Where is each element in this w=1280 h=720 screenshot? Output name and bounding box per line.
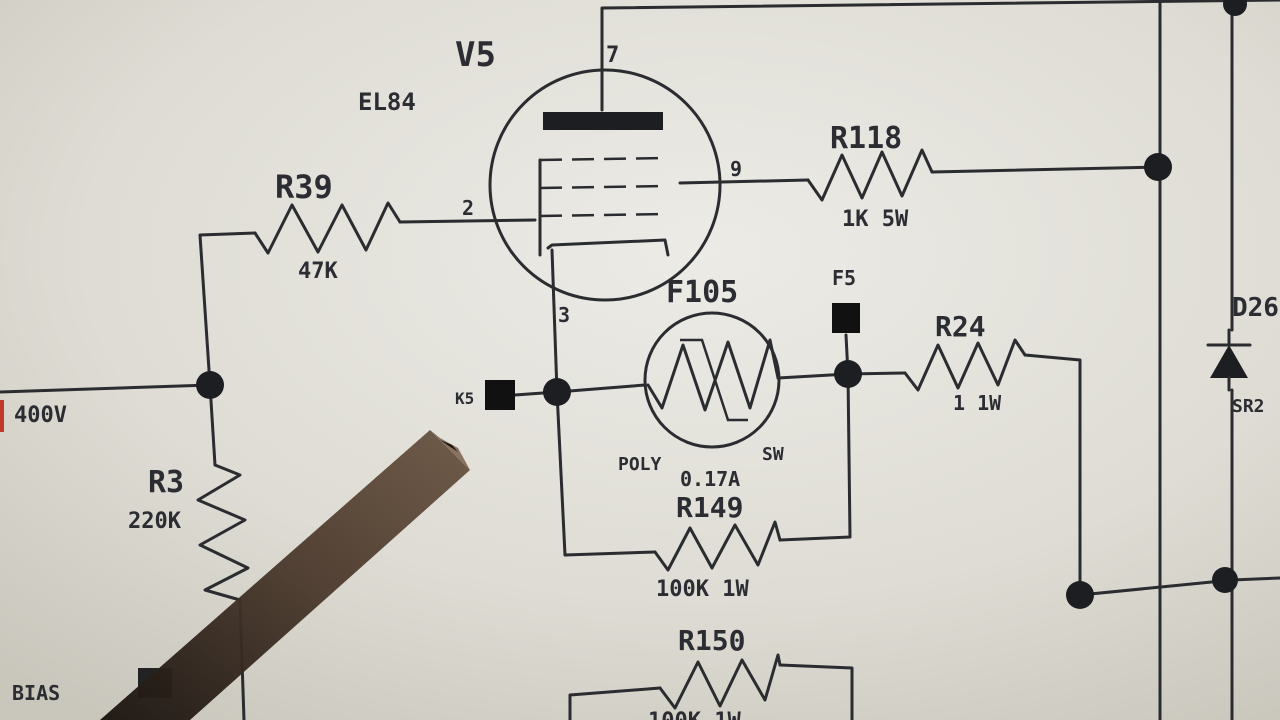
r39-ref-label: R39 bbox=[275, 168, 333, 206]
resistor-r3-symbol bbox=[196, 463, 250, 602]
node-screen bbox=[1144, 153, 1172, 181]
resistor-r149-symbol bbox=[653, 520, 782, 572]
resistor-r150-symbol bbox=[658, 653, 782, 710]
r150-value-label: 100K 1W bbox=[648, 709, 741, 720]
r118-ref-label: R118 bbox=[830, 121, 902, 156]
pin-3-label: 3 bbox=[558, 303, 570, 327]
r3-value-label: 220K bbox=[128, 509, 182, 534]
r150-ref-label: R150 bbox=[678, 624, 745, 657]
resistor-r39-symbol bbox=[253, 201, 402, 255]
r24-ref-label: R24 bbox=[935, 310, 986, 343]
r39-value-label: 47K bbox=[298, 259, 338, 284]
node-cathode bbox=[543, 378, 571, 406]
pin-9-label: 9 bbox=[730, 157, 742, 181]
resistor-r24-symbol bbox=[903, 338, 1027, 392]
junction-nodes bbox=[196, 0, 1247, 609]
f5-label: F5 bbox=[832, 266, 856, 290]
r149-value-label: 100K 1W bbox=[656, 577, 749, 602]
test-point-k5-pad bbox=[485, 380, 515, 410]
test-point-f5-pad bbox=[832, 303, 860, 333]
d26-ref-label: D26 bbox=[1232, 293, 1279, 323]
pin-7-label: 7 bbox=[606, 43, 619, 68]
node-400v bbox=[196, 371, 224, 399]
f105-sw-label: SW bbox=[762, 444, 784, 465]
r24-value-label: 1 1W bbox=[953, 391, 1002, 415]
r149-ref-label: R149 bbox=[676, 491, 743, 524]
f105-type-label: POLY bbox=[618, 454, 662, 475]
labels: V5 EL84 7 9 2 3 R39 47K R118 1K 5W R24 1… bbox=[12, 35, 1279, 720]
f105-ref-label: F105 bbox=[666, 275, 738, 310]
red-mark bbox=[0, 400, 4, 432]
node-bottom-left bbox=[1066, 581, 1094, 609]
tube-type-label: EL84 bbox=[358, 88, 416, 116]
r3-ref-label: R3 bbox=[148, 465, 184, 500]
net-400v-label: 400V bbox=[14, 403, 67, 428]
k5-label: K5 bbox=[455, 389, 474, 408]
node-top-right bbox=[1223, 0, 1247, 16]
net-bias-label: BIAS bbox=[12, 681, 60, 705]
f105-rating-label: 0.17A bbox=[680, 467, 740, 491]
pen-pointer bbox=[100, 430, 470, 720]
pin-2-label: 2 bbox=[462, 196, 474, 220]
resistor-r118-symbol bbox=[806, 148, 934, 202]
polyfuse-f105-symbol bbox=[643, 311, 781, 449]
diode-d26-symbol bbox=[1206, 328, 1252, 392]
d26-part-label: SR2 bbox=[1232, 396, 1265, 417]
node-f5 bbox=[834, 360, 862, 388]
node-bottom-right bbox=[1212, 567, 1238, 593]
tube-v5-symbol bbox=[488, 68, 722, 302]
r118-value-label: 1K 5W bbox=[842, 207, 909, 232]
tube-ref-label: V5 bbox=[455, 35, 496, 75]
